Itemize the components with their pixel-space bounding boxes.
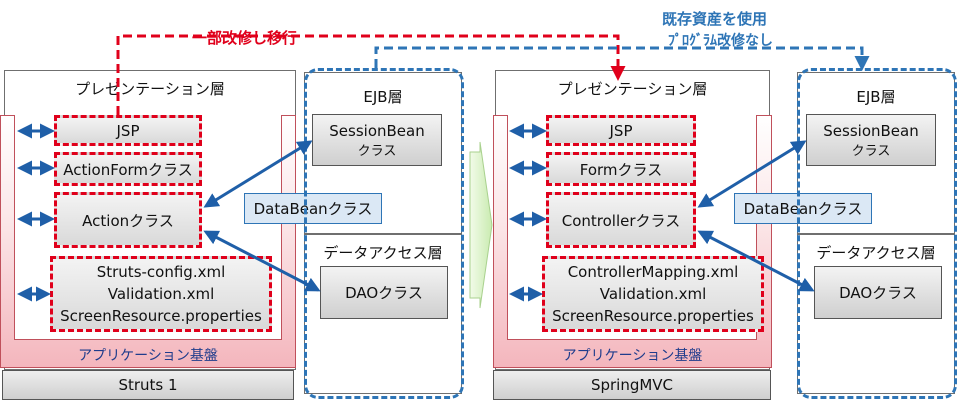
- left-jsp-box: JSP: [54, 115, 202, 146]
- right-ejb-title: EJB層: [856, 88, 896, 106]
- migrate-label: 一部改修し移行: [188, 27, 302, 48]
- left-dao-box: DAOクラス: [320, 266, 448, 319]
- left-config-line-3: ScreenResource.properties: [60, 307, 262, 325]
- left-action-box: Actionクラス: [54, 192, 202, 248]
- left-actionform-box: ActionFormクラス: [54, 152, 202, 186]
- right-form-box: Formクラス: [546, 152, 696, 186]
- left-sessionbean-line-1: SessionBean: [329, 121, 425, 140]
- right-config-line-3: ScreenResource.properties: [552, 307, 754, 325]
- left-presentation-title: プレゼンテーション層: [75, 80, 225, 98]
- right-config-box: ControllerMapping.xml Validation.xml Scr…: [542, 256, 764, 332]
- reuse-dashed-arrow: [374, 46, 870, 71]
- left-base-label: アプリケーション基盤: [78, 348, 218, 364]
- right-data-layer-title: データアクセス層: [816, 244, 936, 262]
- left-config-line-2: Validation.xml: [107, 285, 215, 303]
- right-framework-bar: SpringMVC: [493, 370, 771, 400]
- right-config-line-1: ControllerMapping.xml: [567, 263, 739, 281]
- right-base-label: アプリケーション基盤: [562, 348, 703, 364]
- right-sessionbean-line-1: SessionBean: [823, 121, 919, 140]
- right-config-line-2: Validation.xml: [599, 285, 707, 303]
- left-data-layer-title: データアクセス層: [323, 244, 443, 262]
- right-jsp-box: JSP: [546, 115, 696, 146]
- right-presentation-title: プレゼンテーション層: [557, 80, 708, 98]
- reuse-label-line-1: 既存資産を使用: [662, 10, 768, 28]
- right-sessionbean-box: SessionBean クラス: [806, 114, 936, 166]
- left-framework-bar: Struts 1: [2, 370, 294, 400]
- left-reuse-frame: [304, 68, 464, 399]
- left-sessionbean-line-2: クラス: [357, 143, 397, 159]
- reuse-label-line-2: ﾌﾟﾛｸﾞﾗﾑ改修なし: [668, 30, 773, 50]
- right-sessionbean-line-2: クラス: [851, 143, 891, 159]
- right-controller-box: Controllerクラス: [546, 192, 696, 248]
- left-config-line-1: Struts-config.xml: [96, 263, 226, 281]
- migration-big-arrow: [469, 141, 493, 309]
- left-config-box: Struts-config.xml Validation.xml ScreenR…: [50, 256, 272, 332]
- right-reuse-frame: [797, 68, 957, 399]
- right-dao-box: DAOクラス: [814, 266, 942, 319]
